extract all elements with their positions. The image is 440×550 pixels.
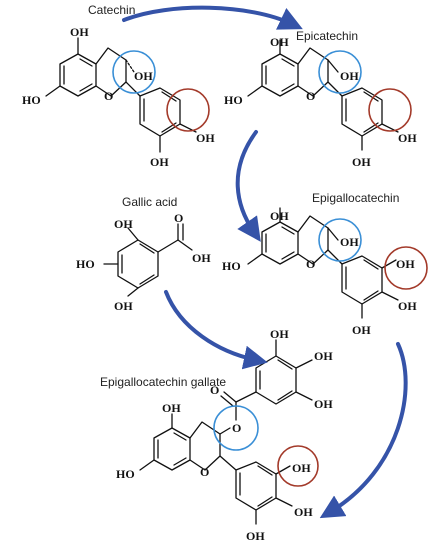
catechin-o-ring: O [104,89,113,103]
epicatechin-oh-3p: OH [352,155,371,169]
epicatechin-red-circle [368,88,412,132]
egcg-galloyl-oh-3: OH [314,397,333,411]
egc-oh-5: OH [270,209,289,223]
epigallocatechin-structure: Epigallocatechin OH HO O OH OH OH OH [222,191,428,337]
epicatechin-structure: Epicatechin OH HO O OH OH OH [224,29,417,169]
gallic-oh-3: OH [114,217,133,231]
catechin-red-circle [166,88,210,132]
egc-o-ring: O [306,257,315,271]
catechin-oh-5: OH [70,25,89,39]
arrow-gallic-to-egcg [164,290,268,370]
egcg-blue-circle [213,405,259,451]
egcg-galloyl-oh-1: OH [270,327,289,341]
egcg-structure: Epigallocatechin gallate OH OH OH O O OH… [100,327,333,543]
egc-oh-5p: OH [396,257,415,271]
arrow-catechin-to-epicatechin [122,5,303,30]
catechin-blue-circle [112,50,156,94]
epicatechin-ho-7: HO [224,93,243,107]
arrow-egc-to-egcg [319,342,408,519]
catechin-title: Catechin [88,3,135,17]
epicatechin-oh-3: OH [340,69,359,83]
arrow-epicatechin-to-egc [235,130,261,242]
egcg-o-carbonyl: O [210,383,219,397]
gallic-oh-5: OH [114,299,133,313]
gallic-ho-4: HO [76,257,95,271]
catechin-oh-3p: OH [150,155,169,169]
epigallocatechin-title: Epigallocatechin [312,191,399,205]
gallic-acid-structure: Gallic acid OH HO OH O OH [76,195,211,313]
epicatechin-oh-5: OH [270,35,289,49]
egc-oh-3: OH [340,235,359,249]
egc-blue-circle [318,218,362,262]
egc-oh-4p: OH [398,299,417,313]
egc-red-circle [384,246,428,290]
gallic-oh-acid: OH [192,251,211,265]
egcg-red-circle [277,445,319,487]
egcg-oh-5: OH [162,401,181,415]
catechin-oh-3: OH [134,69,153,83]
gallic-acid-title: Gallic acid [122,195,177,209]
catechin-structure: Catechin OH HO O OH OH OH [22,3,215,169]
egcg-oh-4p: OH [294,505,313,519]
egcg-o-ester: O [232,421,241,435]
catechin-oh-4p: OH [196,131,215,145]
egc-oh-3p: OH [352,323,371,337]
epicatechin-title: Epicatechin [296,29,358,43]
reaction-arrows [122,5,408,519]
gallic-o-carbonyl: O [174,211,183,225]
egc-ho-7: HO [222,259,241,273]
egcg-title: Epigallocatechin gallate [100,375,226,389]
epicatechin-o-ring: O [306,89,315,103]
epicatechin-oh-4p: OH [398,131,417,145]
egcg-ho-7: HO [116,467,135,481]
catechin-ho-7: HO [22,93,41,107]
egcg-o-ring: O [200,465,209,479]
egcg-oh-3p: OH [246,529,265,543]
egcg-oh-5p: OH [292,461,311,475]
egcg-galloyl-oh-2: OH [314,349,333,363]
epicatechin-blue-circle [318,50,362,94]
